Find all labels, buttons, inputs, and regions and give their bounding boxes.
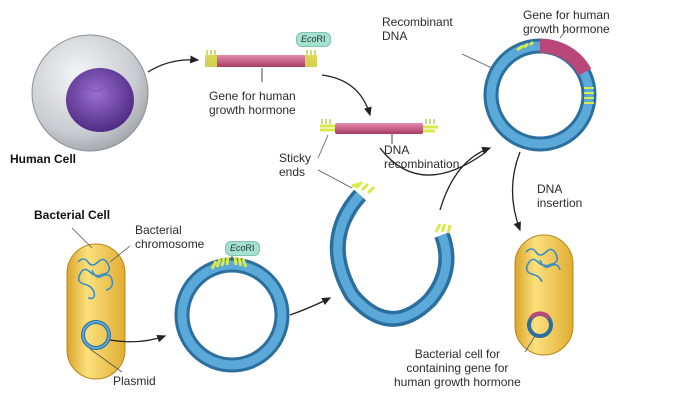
ecori-tag-plasmid: EcoRI (225, 241, 260, 256)
ecori-tag-plasmid-plain: RI (245, 243, 255, 253)
recombinant-dna-label: Recombinant DNA (382, 15, 453, 43)
arrow-plasmid-to-cut (289, 297, 332, 316)
ecori-tag-top-italic: Eco (301, 34, 317, 44)
gene-label-right: Gene for human growth hormone (523, 8, 610, 36)
bacterial-cell-label: Bacterial Cell (34, 208, 111, 222)
plasmid-ecori-site (174, 252, 290, 373)
human-cell-label: Human Cell (10, 152, 77, 166)
human-cell (31, 34, 149, 152)
sticky-ends-pointer (317, 134, 353, 189)
arrow-cell-to-gene (147, 55, 200, 73)
result-bacterial-cell (514, 234, 574, 356)
human-gene-fragment (205, 50, 317, 82)
recombinant-plasmid (461, 29, 597, 152)
ecori-tag-top-plain: RI (316, 34, 326, 44)
gene-fragment-sticky (320, 119, 438, 144)
dna-insertion-label: DNA insertion (537, 182, 583, 210)
arrow-bacterium-to-plasmid (109, 334, 167, 343)
arrow-dna-insertion (511, 151, 521, 232)
ecori-tag-plasmid-italic: Eco (230, 243, 246, 253)
ecori-tag-top: EcoRI (296, 32, 331, 47)
bacterial-cell (66, 227, 131, 380)
plasmid-label: Plasmid (113, 374, 156, 388)
arrow-to-recombinant (439, 146, 492, 211)
arrow-gene-to-fragment (321, 74, 372, 117)
bacterial-chromosome-label: Bacterial chromosome (135, 223, 205, 251)
dna-recombination-label: DNA recombination (384, 143, 460, 171)
bacterial-cell-result-label: Bacterial cell for containing gene for h… (394, 347, 521, 389)
sticky-ends-label: Sticky ends (279, 151, 312, 179)
gene-label-top: Gene for human growth hormone (209, 89, 296, 117)
arrow-fragment-to-recombinant (379, 147, 487, 176)
cut-plasmid (329, 180, 455, 327)
